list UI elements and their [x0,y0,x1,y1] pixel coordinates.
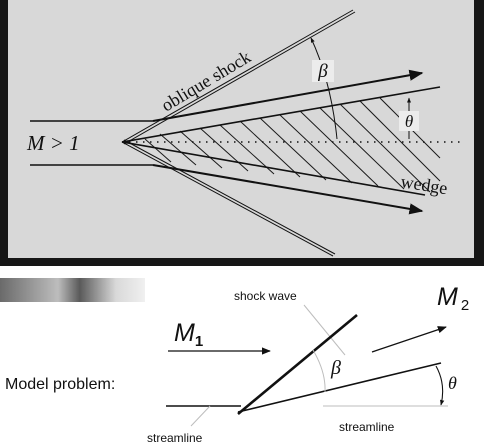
bottom-panel: Model problem: M1 shock wave streamline … [0,278,469,445]
shock-wave-leader [303,304,346,356]
deflected-streamline [237,362,442,413]
wedge-hatching [144,97,441,193]
model-problem-label: Model problem: [5,376,115,393]
streamline-label-right: streamline [339,420,395,434]
beta-angle-arc-bottom [312,349,326,393]
theta-label-background [399,111,419,131]
oblique-shock-upper [121,9,354,143]
wedge-upper-edge [121,86,441,143]
beta-label: β [317,61,328,82]
oblique-shock-lower [121,141,334,257]
shock-wave-line [237,314,358,415]
beta-label-background [312,60,334,82]
m1-label: M1 [174,319,203,350]
top-panel: β θ M > 1 oblique shock wedge [0,0,484,266]
beta-angle-arc [310,37,338,140]
theta-label-bottom: θ [448,373,457,393]
mach-number-label: M > 1 [26,131,80,155]
wedge-lower-edge [121,141,426,196]
schlieren-photo-strip [0,278,145,302]
shock-wave-label: shock wave [234,289,297,303]
m2-flow-arrow [371,326,447,353]
theta-angle-arc-bottom [435,365,445,406]
oblique-shock-upper-2 [123,11,356,145]
top-panel-background [8,0,474,258]
streamline-label-left: streamline [147,431,203,445]
deflected-flow-upper-arrow [152,69,424,122]
beta-label-bottom: β [330,357,341,379]
deflected-flow-lower-arrow [152,164,424,215]
oblique-shock-lower-2 [123,139,336,255]
theta-label: θ [405,112,413,131]
streamline-leader-left [190,405,211,427]
